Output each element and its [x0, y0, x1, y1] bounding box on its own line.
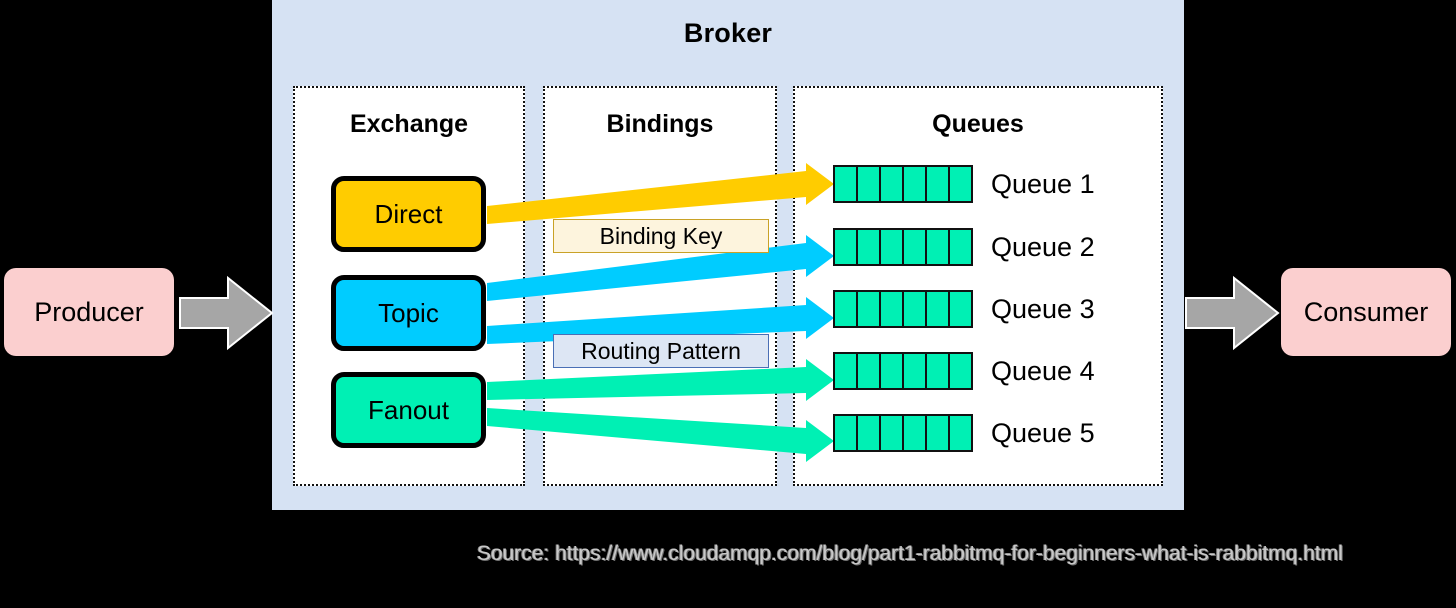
- routing-pattern-chip: Routing Pattern: [553, 334, 769, 368]
- binding-key-text: Binding Key: [599, 222, 723, 249]
- consumer-label: Consumer: [1303, 296, 1429, 327]
- queue-cell: [950, 354, 971, 388]
- exchange-fanout-label: Fanout: [368, 394, 449, 425]
- queue-row-2[interactable]: Queue 2: [833, 228, 1095, 266]
- queue-box-4: [833, 352, 973, 390]
- queue-box-3: [833, 290, 973, 328]
- queue-cell: [904, 354, 927, 388]
- queue-cell: [904, 167, 927, 201]
- queue-cell: [927, 354, 950, 388]
- broker-title: Broker: [683, 18, 773, 48]
- queue-cell: [927, 230, 950, 264]
- exchange-box-topic[interactable]: Topic: [331, 275, 486, 351]
- queue-label-4: Queue 4: [991, 355, 1095, 386]
- routing-pattern-text: Routing Pattern: [581, 337, 741, 364]
- queue-cell: [835, 292, 858, 326]
- queue-box-2: [833, 228, 973, 266]
- queue-cell: [950, 292, 971, 326]
- queue-cell: [835, 230, 858, 264]
- binding-key-chip: Binding Key: [553, 219, 769, 253]
- queue-cell: [881, 292, 904, 326]
- bindings-panel: Bindings: [543, 86, 777, 486]
- queue-cell: [950, 416, 971, 450]
- queue-cell: [835, 167, 858, 201]
- queue-cell: [858, 354, 881, 388]
- queue-row-3[interactable]: Queue 3: [833, 290, 1095, 328]
- queue-cell: [927, 167, 950, 201]
- queue-label-3: Queue 3: [991, 293, 1095, 324]
- queue-label-5: Queue 5: [991, 417, 1095, 448]
- queue-cell: [881, 416, 904, 450]
- exchange-direct-label: Direct: [374, 198, 443, 229]
- queue-box-1: [833, 165, 973, 203]
- queue-box-5: [833, 414, 973, 452]
- arrow-producer-to-broker: [179, 275, 274, 351]
- exchange-panel-title: Exchange: [349, 110, 469, 138]
- queue-cell: [950, 230, 971, 264]
- producer-box[interactable]: Producer: [4, 268, 174, 356]
- queue-row-4[interactable]: Queue 4: [833, 352, 1095, 390]
- queue-cell: [858, 167, 881, 201]
- queue-row-1[interactable]: Queue 1: [833, 165, 1095, 203]
- queue-cell: [858, 292, 881, 326]
- exchange-topic-label: Topic: [378, 297, 439, 328]
- queue-cell: [858, 416, 881, 450]
- bindings-panel-title: Bindings: [606, 110, 714, 138]
- arrow-broker-to-consumer: [1185, 275, 1280, 351]
- queue-cell: [858, 230, 881, 264]
- queue-cell: [904, 416, 927, 450]
- queue-cell: [904, 230, 927, 264]
- queue-cell: [835, 354, 858, 388]
- queue-cell: [881, 354, 904, 388]
- queue-cell: [927, 292, 950, 326]
- queues-panel-title: Queues: [932, 110, 1024, 138]
- queue-cell: [950, 167, 971, 201]
- queue-row-5[interactable]: Queue 5: [833, 414, 1095, 452]
- exchange-box-fanout[interactable]: Fanout: [331, 372, 486, 448]
- producer-label: Producer: [34, 296, 144, 327]
- exchange-box-direct[interactable]: Direct: [331, 176, 486, 252]
- queue-label-1: Queue 1: [991, 168, 1095, 199]
- consumer-box[interactable]: Consumer: [1281, 268, 1451, 356]
- source-caption: Source: https://www.cloudamqp.com/blog/p…: [476, 542, 1344, 565]
- queue-cell: [881, 167, 904, 201]
- queue-label-2: Queue 2: [991, 231, 1095, 262]
- queue-cell: [835, 416, 858, 450]
- queue-cell: [927, 416, 950, 450]
- queue-cell: [904, 292, 927, 326]
- queue-cell: [881, 230, 904, 264]
